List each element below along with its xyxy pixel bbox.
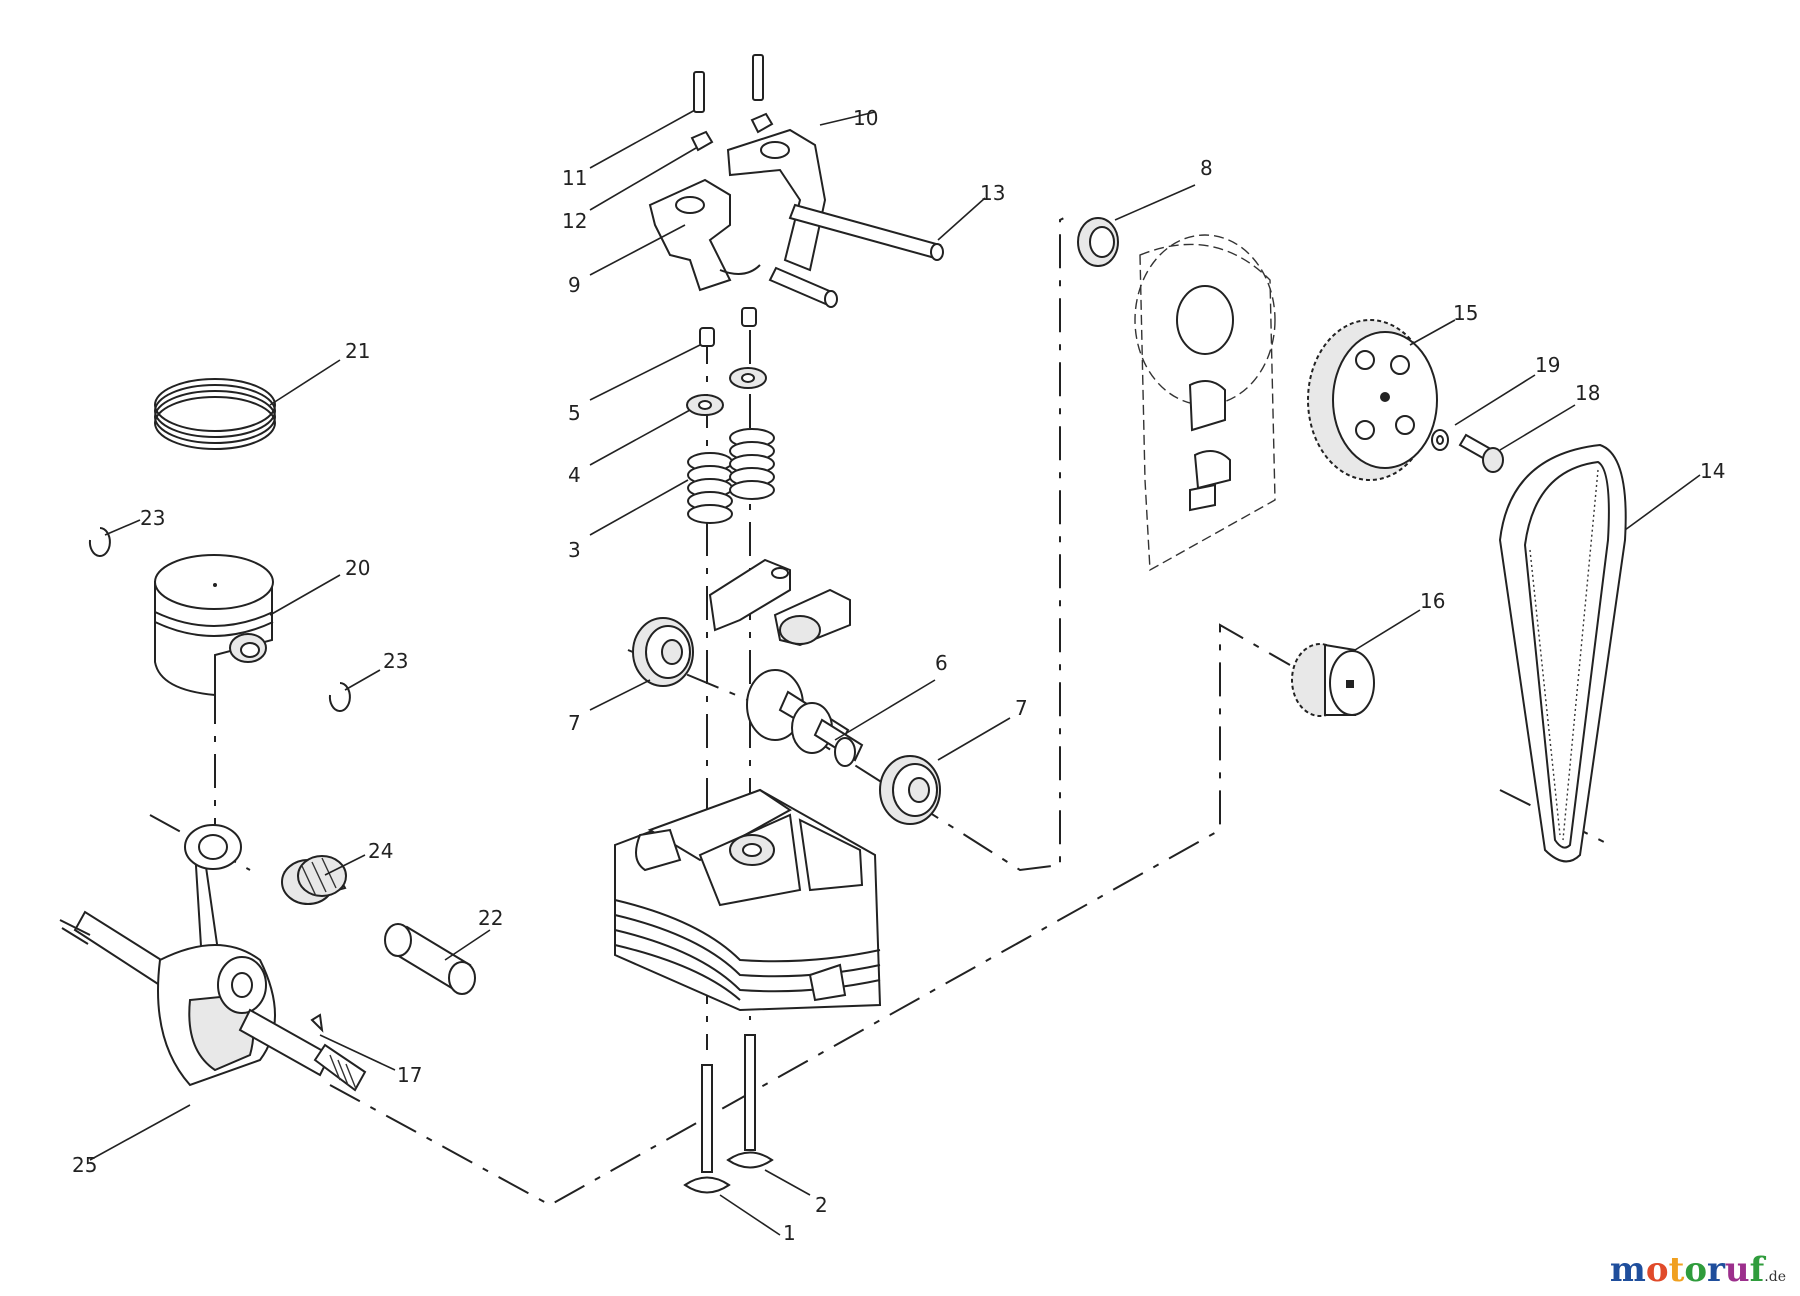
callout-17: 17 [397,1063,422,1087]
valve-springs [687,428,775,524]
watermark-letter: o [1645,1250,1669,1290]
callout-19: 19 [1535,353,1560,377]
callout-24: 24 [368,839,393,863]
crankshaft-assembly [59,824,367,1092]
callout-4: 4 [568,463,581,487]
cylinder-head [614,788,882,1012]
callout-16: 16 [1420,589,1445,613]
callout-1: 1 [783,1221,796,1245]
oil-seal [1077,217,1119,267]
callout-labels: 1 2 3 4 5 6 7 7 8 9 10 11 12 13 14 15 16… [72,106,1725,1245]
adjuster-screws [690,54,774,152]
callout-21: 21 [345,339,370,363]
callout-20: 20 [345,556,370,580]
callout-8: 8 [1200,156,1213,180]
cam-bearing-caps [708,558,851,647]
camshaft [746,669,864,767]
crank-pulley [1291,643,1375,717]
callout-12: 12 [562,209,587,233]
callout-9: 9 [568,273,581,297]
callout-18: 18 [1575,381,1600,405]
valves [683,1034,774,1194]
rocker-shafts [768,203,944,308]
circlips [88,527,351,712]
watermark-letter: o [1684,1250,1707,1290]
callout-22: 22 [478,906,503,930]
callout-5: 5 [568,401,581,425]
cam-pulley [1307,319,1438,481]
callout-11: 11 [562,166,587,190]
piston-pin [384,923,476,995]
callout-6: 6 [935,651,948,675]
motoruf-watermark: m o t o r u f .de [1610,1250,1786,1290]
watermark-letter: u [1724,1250,1750,1290]
piston-rings [154,378,276,450]
callout-15: 15 [1453,301,1478,325]
callout-14: 14 [1700,459,1725,483]
leader-lines [89,109,1701,1236]
piston [154,554,274,697]
watermark-tld: .de [1764,1269,1786,1285]
pulley-bolt [1431,429,1504,473]
timing-belt [1498,443,1627,863]
callout-10: 10 [853,106,878,130]
watermark-letter: t [1668,1250,1685,1290]
callout-3: 3 [568,538,581,562]
callout-7-right: 7 [1015,696,1028,720]
callout-23-top: 23 [140,506,165,530]
callout-13: 13 [980,181,1005,205]
timing-cover [1134,234,1276,572]
watermark-letter: m [1609,1250,1646,1290]
ball-bearing-right [879,755,941,825]
callout-25: 25 [72,1153,97,1177]
callout-2: 2 [815,1193,828,1217]
watermark-letter: r [1707,1250,1725,1290]
watermark-letter: f [1749,1250,1765,1290]
needle-bearing [281,855,347,905]
callout-23-bottom: 23 [383,649,408,673]
callout-7-left: 7 [568,711,581,735]
spring-retainers [686,367,767,416]
rocker-arms [648,128,827,292]
ball-bearing-left [632,617,694,687]
valve-cotters [699,307,757,347]
